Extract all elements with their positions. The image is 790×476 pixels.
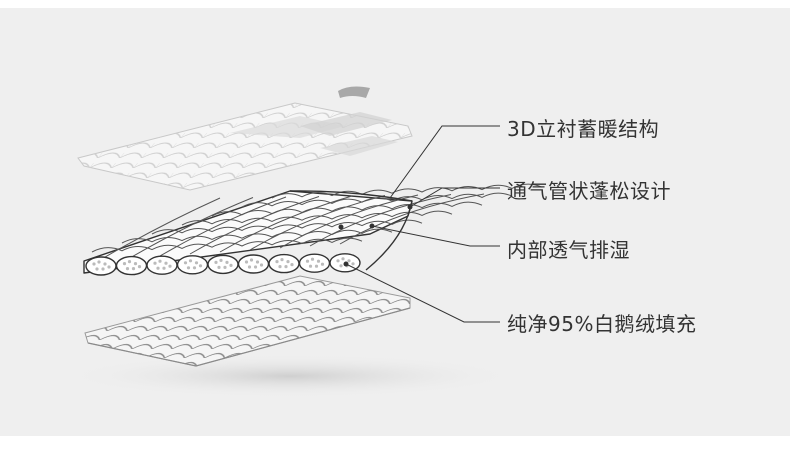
floor-shadow: [60, 354, 520, 398]
layer-illustration: [60, 86, 543, 398]
tube-cross-sections: [85, 253, 361, 276]
diagram-stage: 3D立衬蓄暖结构 通气管状蓬松设计 内部透气排湿 纯净95%白鹅绒填充: [0, 8, 790, 436]
leader-line-vent: [371, 225, 500, 247]
leader-line-3d: [389, 125, 500, 199]
leader-line-fill: [345, 263, 500, 323]
top-fabric-layer: [77, 86, 413, 191]
leader-line-channel: [409, 187, 500, 208]
leader-lines: [338, 125, 500, 323]
callout-tube-design: 通气管状蓬松设计: [507, 179, 671, 203]
callout-goose-down-fill: 纯净95%白鹅绒填充: [507, 312, 697, 336]
callout-breathable: 内部透气排湿: [507, 238, 630, 262]
callout-3d-structure: 3D立衬蓄暖结构: [507, 117, 660, 141]
tube-grid-lines: [91, 183, 543, 261]
middle-tube-layer: [83, 183, 543, 276]
